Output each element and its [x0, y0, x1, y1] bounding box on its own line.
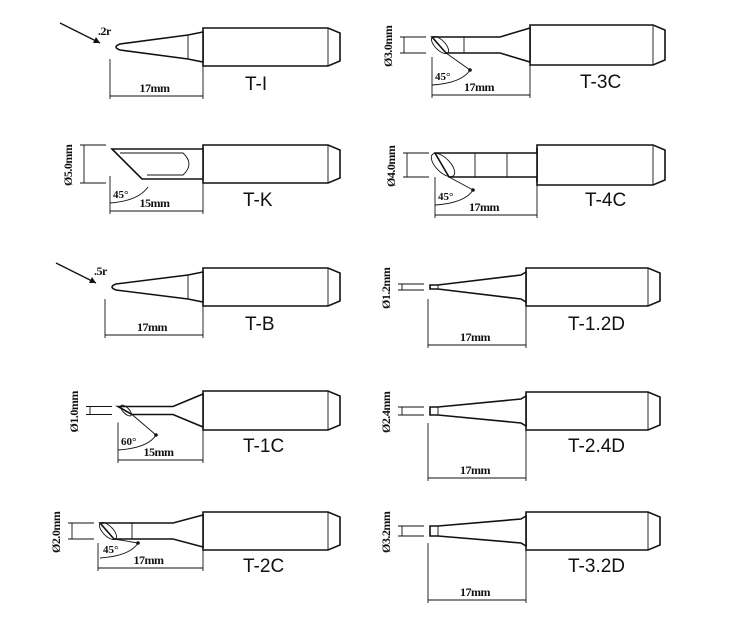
tip-length: 17mm [140, 81, 170, 95]
angle-dot [136, 541, 140, 545]
tip-length: 17mm [460, 330, 490, 344]
angle-leader [113, 538, 139, 544]
tip-t-1-2d: Ø1.2mm 17mm T-1.2D [379, 267, 661, 348]
tip-diameter: Ø2.4mm [379, 391, 393, 433]
tip-t-b: .5r 17mm T-B [55, 262, 341, 338]
tip-chisel [429, 514, 527, 548]
tip-t-1c: 60° Ø1.0mm 15mm T-1C [67, 390, 341, 463]
tip-diameter: Ø4.0mm [384, 145, 398, 187]
tip-body [525, 267, 661, 307]
tip-body [202, 144, 341, 184]
tip-diameter: Ø3.2mm [379, 511, 393, 553]
tip-label: T-1.2D [568, 314, 625, 335]
tip-body [202, 27, 341, 67]
tip-angle: 45° [435, 71, 450, 83]
tip-length: 15mm [144, 445, 174, 459]
tip-angle: 60° [121, 436, 136, 448]
tip-length: 17mm [460, 585, 490, 599]
angle-leader [131, 414, 157, 436]
tip-label: T-2.4D [568, 436, 625, 457]
tip-label: T-K [243, 190, 273, 211]
tip-t-i: .2r 17mm T-I [59, 22, 341, 99]
tip-radius: .2r [98, 24, 112, 38]
tip-diameter: Ø2.0mm [49, 511, 63, 553]
angle-arc [431, 69, 471, 86]
tip-chisel [429, 394, 527, 428]
tip-length: 15mm [140, 196, 170, 210]
angle-leader [448, 176, 474, 191]
tip-label: T-I [245, 74, 267, 95]
tip-angle: 45° [438, 191, 453, 203]
tip-shaft [433, 148, 538, 182]
tip-diameter: Ø5.0mm [61, 144, 75, 186]
tip-shaft [114, 392, 204, 429]
tip-label: T-3C [580, 72, 621, 93]
tip-chisel [429, 270, 527, 304]
tip-length: 17mm [469, 200, 499, 214]
tip-body [202, 267, 341, 307]
tip-t-3c: 45° Ø3.0mm 17mm T-3C [381, 24, 666, 98]
tip-t-4c: 45° Ø4.0mm 17mm T-4C [384, 144, 666, 218]
tip-angle: 45° [113, 189, 128, 201]
radius-arrow [55, 262, 97, 284]
tip-body [525, 511, 661, 551]
angle-arc [434, 189, 474, 206]
bevel-face [99, 522, 117, 540]
tip-body [525, 391, 661, 431]
angle-arc [109, 186, 149, 204]
tip-label: T-2C [243, 556, 284, 577]
bevel-face [120, 404, 132, 417]
tip-length: 17mm [460, 463, 490, 477]
tip-label: T-3.2D [568, 556, 625, 577]
bevel-face [430, 152, 456, 178]
tip-shaft [98, 513, 204, 549]
tip-label: T-B [245, 314, 275, 335]
angle-arc [117, 434, 157, 451]
tip-body [529, 24, 666, 66]
tip-diameter: Ø1.0mm [67, 391, 81, 433]
tip-length: 17mm [464, 80, 494, 94]
tip-label: T-1C [243, 436, 284, 457]
tip-t-2c: 45° Ø2.0mm 17mm T-2C [49, 511, 341, 577]
tip-shaft [430, 26, 531, 64]
tip-cone [111, 271, 204, 303]
angle-dot [468, 68, 472, 72]
tip-diameter: Ø1.2mm [379, 267, 393, 309]
tip-body [536, 144, 666, 186]
tip-angle: 45° [103, 544, 118, 556]
tip-label: T-4C [585, 190, 626, 211]
tip-t-2-4d: Ø2.4mm 17mm T-2.4D [379, 391, 661, 481]
bevel-face [431, 36, 449, 54]
radius-arrow [59, 22, 101, 44]
angle-dot [471, 188, 475, 192]
angle-dot [154, 433, 158, 437]
arrow-head-icon [93, 37, 100, 43]
tip-cone [115, 31, 204, 63]
tip-body [202, 390, 341, 431]
tip-radius: .5r [94, 264, 108, 278]
tip-diameter: Ø3.0mm [381, 25, 395, 67]
tip-t-3-2d: Ø3.2mm 17mm T-3.2D [379, 511, 661, 603]
tip-length: 17mm [137, 320, 167, 334]
tip-length: 17mm [134, 553, 164, 567]
knife-blade [110, 148, 204, 180]
arrow-head-icon [89, 277, 96, 283]
tip-t-k: 45° Ø5.0mm 15mm T-K [61, 144, 341, 214]
knife-groove [120, 152, 190, 176]
tip-body [202, 511, 341, 551]
angle-arc [99, 542, 139, 559]
angle-leader [445, 52, 471, 71]
